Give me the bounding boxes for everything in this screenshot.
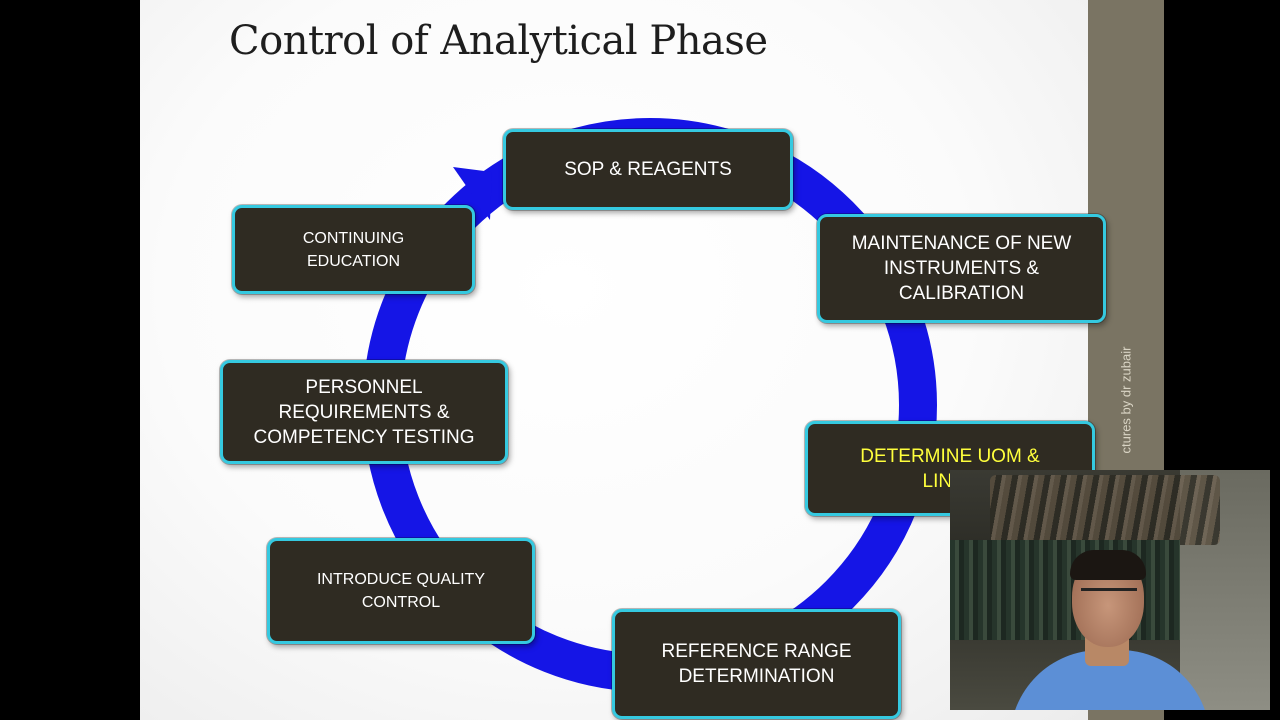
step-continuing-education: CONTINUING EDUCATION (232, 205, 475, 294)
background-artwork (990, 475, 1220, 545)
presenter-glasses (1081, 588, 1137, 601)
step-label: REFERENCE RANGE DETERMINATION (661, 641, 852, 687)
step-personnel: PERSONNEL REQUIREMENTS & COMPETENCY TEST… (220, 360, 508, 464)
step-label: CONTINUING EDUCATION (302, 229, 405, 270)
slide-title: Control of Analytical Phase (229, 18, 768, 64)
webcam-overlay (950, 470, 1270, 710)
cycle-arrow-head (453, 167, 492, 220)
step-label: PERSONNEL REQUIREMENTS & COMPETENCY TEST… (253, 376, 475, 448)
background-sofa (950, 540, 1180, 640)
step-reference-range: REFERENCE RANGE DETERMINATION (612, 609, 901, 719)
step-label: MAINTENANCE OF NEW INSTRUMENTS & CALIBRA… (851, 233, 1072, 304)
step-maintenance-calibration: MAINTENANCE OF NEW INSTRUMENTS & CALIBRA… (817, 214, 1106, 323)
step-sop-reagents: SOP & REAGENTS (503, 129, 793, 210)
step-label: INTRODUCE QUALITY CONTROL (316, 571, 485, 611)
step-quality-control: INTRODUCE QUALITY CONTROL (267, 538, 535, 644)
step-label: SOP & REAGENTS (564, 159, 732, 180)
